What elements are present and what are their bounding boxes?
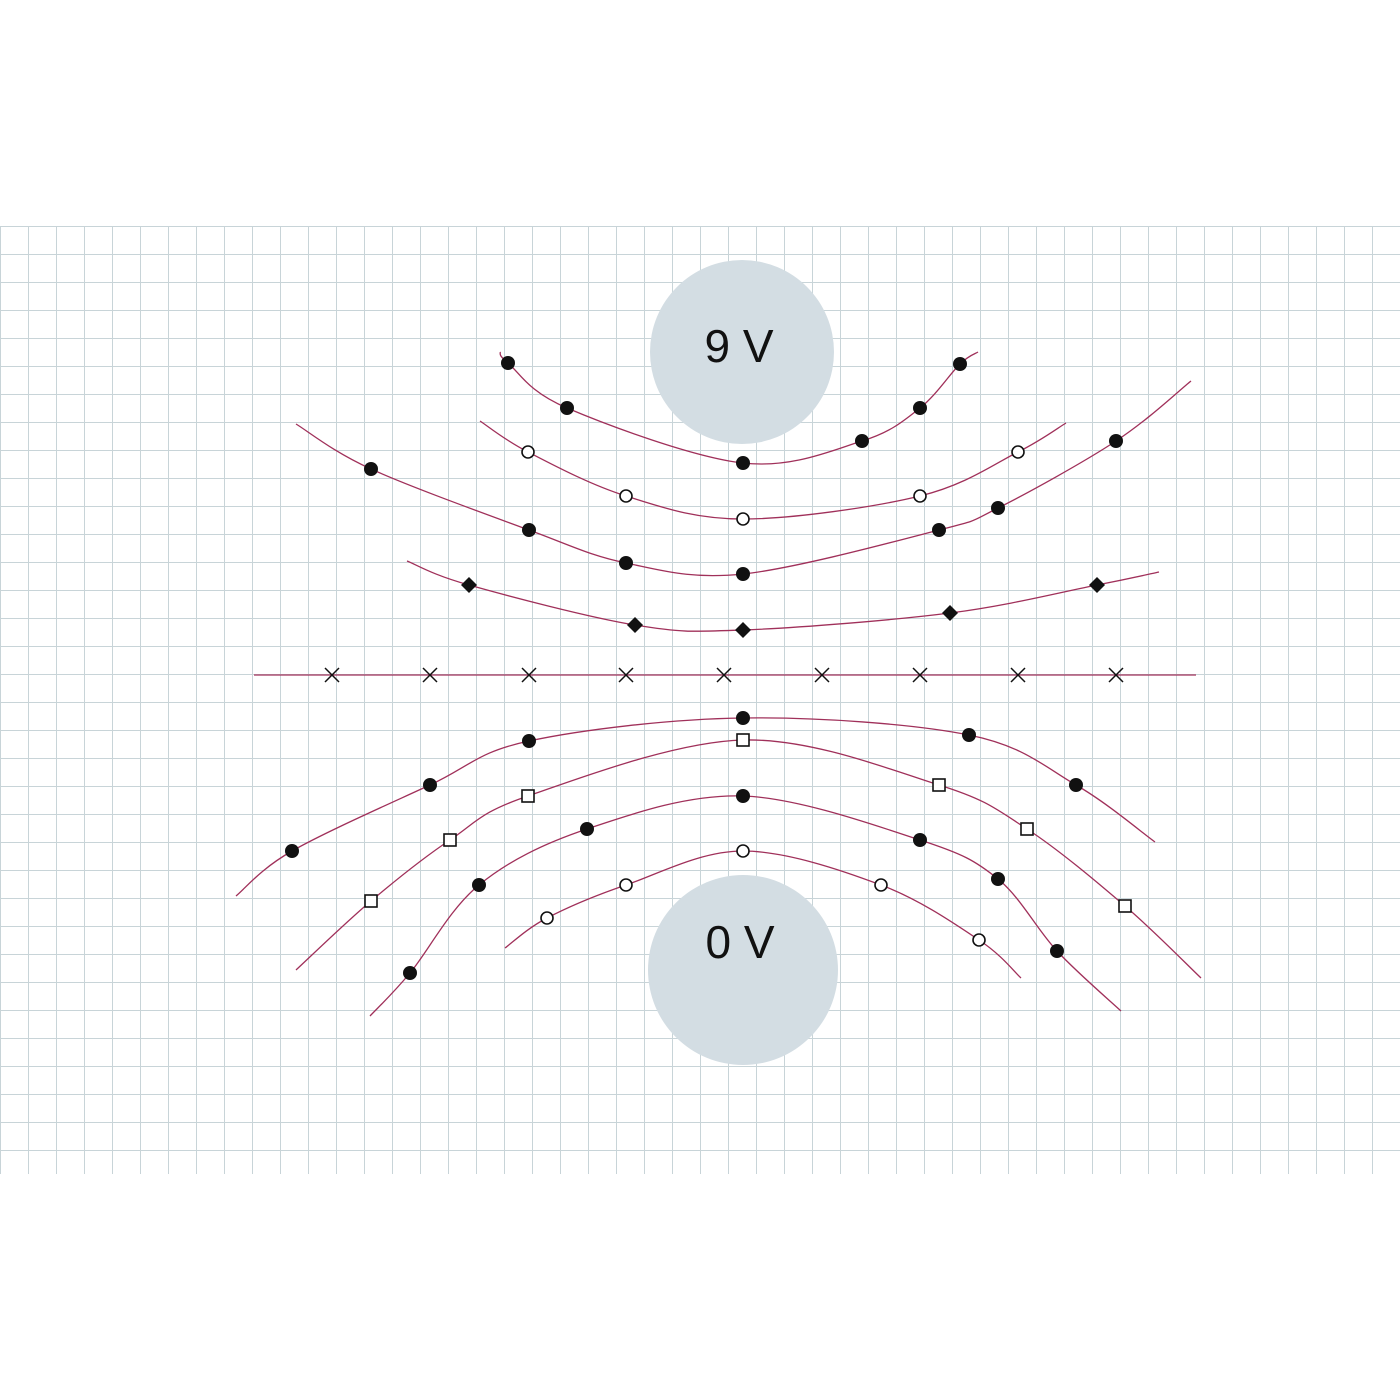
marker-filled-circle <box>522 523 536 537</box>
marker-filled-circle <box>501 356 515 370</box>
marker-filled-circle <box>913 401 927 415</box>
marker-filled-diamond <box>735 622 751 638</box>
marker-filled-circle <box>953 357 967 371</box>
marker-filled-diamond <box>627 617 643 633</box>
marker-open-circle <box>1011 445 1025 459</box>
marker-filled-circle <box>962 728 976 742</box>
marker-filled-circle <box>736 789 750 803</box>
marker-open-square <box>443 833 457 847</box>
marker-filled-diamond <box>942 605 958 621</box>
electrode-0v <box>648 875 838 1065</box>
marker-cross <box>618 667 634 683</box>
marker-cross <box>1108 667 1124 683</box>
equipotential-line-6 <box>235 717 1156 897</box>
marker-open-circle <box>619 489 633 503</box>
marker-open-square <box>364 894 378 908</box>
marker-filled-circle <box>1109 434 1123 448</box>
marker-filled-circle <box>736 711 750 725</box>
marker-cross <box>912 667 928 683</box>
measurement-markers <box>285 356 1132 980</box>
marker-open-square <box>932 778 946 792</box>
marker-filled-circle <box>403 966 417 980</box>
marker-open-square <box>1118 899 1132 913</box>
electrode-9v-label: 9 V <box>704 320 773 372</box>
marker-cross <box>521 667 537 683</box>
marker-open-circle <box>736 844 750 858</box>
marker-filled-circle <box>472 878 486 892</box>
marker-filled-diamond <box>1089 577 1105 593</box>
marker-cross <box>422 667 438 683</box>
marker-filled-circle <box>364 462 378 476</box>
marker-open-square <box>1020 822 1034 836</box>
marker-filled-circle <box>736 567 750 581</box>
marker-filled-circle <box>560 401 574 415</box>
marker-open-circle <box>874 878 888 892</box>
marker-open-square <box>521 789 535 803</box>
marker-cross <box>716 667 732 683</box>
marker-filled-circle <box>423 778 437 792</box>
electrodes: 9 V 0 V <box>648 260 838 1065</box>
marker-open-circle <box>521 445 535 459</box>
marker-open-circle <box>736 512 750 526</box>
equipotential-line-1 <box>499 351 979 465</box>
marker-open-circle <box>913 489 927 503</box>
marker-filled-circle <box>1069 778 1083 792</box>
marker-filled-circle <box>522 734 536 748</box>
marker-filled-diamond <box>461 577 477 593</box>
marker-filled-circle <box>991 872 1005 886</box>
marker-open-circle <box>619 878 633 892</box>
marker-open-circle <box>540 911 554 925</box>
marker-filled-circle <box>736 456 750 470</box>
marker-filled-circle <box>913 833 927 847</box>
marker-filled-circle <box>855 434 869 448</box>
marker-filled-circle <box>580 822 594 836</box>
marker-open-square <box>736 733 750 747</box>
marker-filled-circle <box>285 844 299 858</box>
marker-filled-circle <box>619 556 633 570</box>
marker-cross <box>324 667 340 683</box>
electrode-0v-label: 0 V <box>705 916 774 968</box>
marker-cross <box>1010 667 1026 683</box>
marker-filled-circle <box>932 523 946 537</box>
marker-filled-circle <box>1050 944 1064 958</box>
electrode-9v <box>650 260 834 444</box>
marker-open-circle <box>972 933 986 947</box>
marker-filled-circle <box>991 501 1005 515</box>
marker-cross <box>814 667 830 683</box>
